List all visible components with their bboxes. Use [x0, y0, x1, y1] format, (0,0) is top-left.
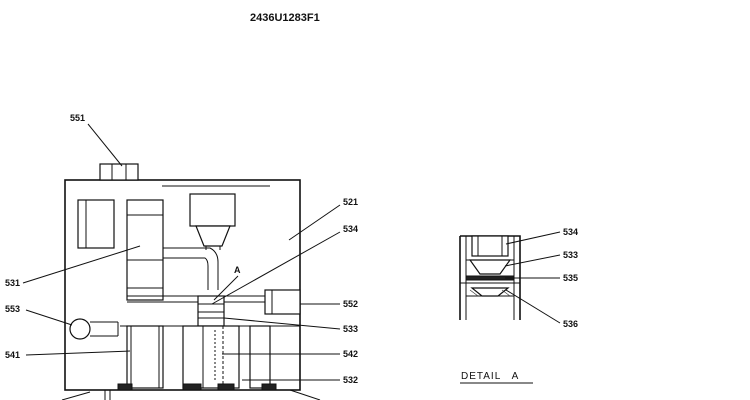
detail-caption: DETAIL A — [461, 371, 519, 382]
plug-551 — [99, 163, 139, 181]
callout-553: 553 — [5, 304, 20, 314]
detail-callout-534: 534 — [563, 227, 578, 237]
callout-534: 534 — [343, 224, 358, 234]
spool-531 — [126, 199, 164, 301]
bore-542 — [182, 325, 240, 389]
detail-callout-535: 535 — [563, 273, 578, 283]
callout-551: 551 — [70, 113, 85, 123]
callout-541: 541 — [5, 350, 20, 360]
bore-541 — [126, 325, 164, 389]
callout-531: 531 — [5, 278, 20, 288]
drawing-number: 2436U1283F1 — [250, 12, 320, 24]
callout-521: 521 — [343, 197, 358, 207]
left-port — [77, 199, 115, 249]
detail-leaders — [504, 231, 561, 324]
callout-542: 542 — [343, 349, 358, 359]
leader-lines — [22, 123, 341, 400]
section-marker-a: A — [234, 265, 241, 275]
relief-valve-534 — [197, 295, 225, 327]
callout-533: 533 — [343, 324, 358, 334]
callout-532: 532 — [343, 375, 358, 385]
valve-body — [64, 163, 301, 400]
plug-552 — [264, 289, 301, 315]
check-553 — [69, 318, 91, 340]
detail-callout-536: 536 — [563, 319, 578, 329]
detail-a-drawing — [459, 235, 521, 320]
callout-552: 552 — [343, 299, 358, 309]
detail-callout-533: 533 — [563, 250, 578, 260]
